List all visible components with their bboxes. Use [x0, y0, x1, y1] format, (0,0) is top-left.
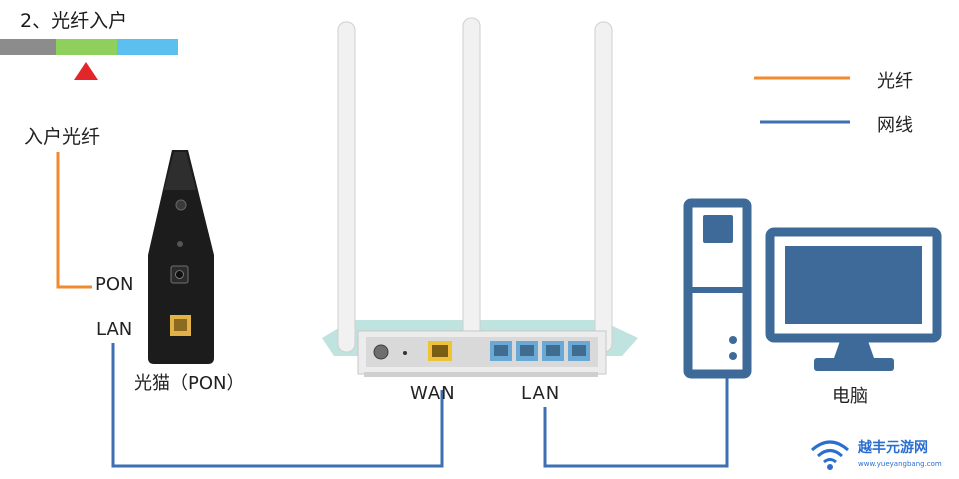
router-wan-port-inner [432, 345, 448, 357]
label-fiber-in: 入户光纤 [24, 126, 101, 148]
router [322, 17, 638, 377]
modem-top-highlight [164, 152, 196, 190]
tower-drive-bay [703, 215, 733, 243]
cable-modem-to-wan [111, 343, 444, 468]
step-title: 2、光纤入户 [20, 10, 128, 32]
label-pc: 电脑 [832, 386, 868, 407]
modem-power-button [175, 199, 187, 211]
router-foot [364, 372, 598, 377]
modem-reset-hole [177, 241, 183, 247]
legend-cable-label: 网线 [877, 115, 913, 136]
cable-lan-to-pc [543, 358, 729, 468]
label-lan-router: LAN [521, 383, 561, 404]
label-wan: WAN [410, 383, 456, 404]
router-antenna-right [594, 21, 613, 353]
fiber-line [56, 152, 92, 289]
watermark-brand: 越丰元游网 [858, 440, 928, 456]
progress-segment-3 [117, 39, 178, 55]
progress-bar [0, 39, 178, 80]
label-pon-port: PON [95, 274, 134, 295]
progress-segment-1 [0, 39, 56, 55]
progress-marker-icon [74, 62, 98, 80]
monitor-stand [814, 358, 894, 371]
monitor-neck [834, 341, 874, 358]
router-reset-hole [403, 351, 407, 355]
modem-body [148, 150, 214, 364]
tower-led-1 [729, 336, 737, 344]
modem-pon-port-core [175, 270, 184, 279]
modem-lan-port-inner [174, 319, 187, 331]
monitor-screen [785, 246, 922, 324]
optical-modem [148, 150, 214, 364]
pc-tower [683, 198, 752, 379]
watermark-url: www.yueyangbang.com [858, 460, 942, 468]
tower-led-2 [729, 352, 737, 360]
label-lan-modem: LAN [96, 319, 133, 340]
router-antenna-middle [462, 17, 481, 374]
watermark: 越丰元游网 www.yueyangbang.com [806, 432, 956, 476]
label-modem: 光猫（PON） [134, 373, 245, 394]
router-power-jack [373, 344, 389, 360]
pc-monitor [765, 227, 942, 371]
legend-fiber-label: 光纤 [877, 71, 913, 92]
wifi-icon [811, 440, 849, 470]
router-antenna-left [337, 21, 356, 353]
progress-segment-2 [56, 39, 117, 55]
